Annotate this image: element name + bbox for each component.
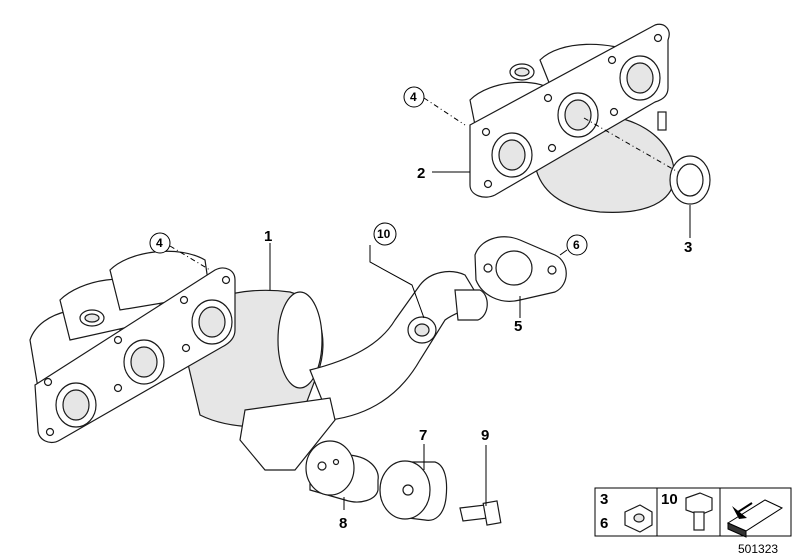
- part-8-rubber-mount[interactable]: [305, 440, 379, 503]
- callout-4-ring-top: [403, 86, 425, 108]
- parts-legend: 3 6 10: [594, 487, 792, 538]
- legend-label-6: 6: [600, 515, 608, 532]
- leader-lines: [169, 97, 691, 510]
- document-number: 501323: [738, 542, 778, 556]
- callout-6: 6: [573, 238, 580, 252]
- callout-4-top: 4: [410, 90, 417, 104]
- part-1-manifold-catalytic-converter[interactable]: [29, 250, 488, 471]
- callout-6-ring: [566, 234, 588, 256]
- callout-labels: 1 2 3 5 7 8 9 4 4 6 10: [149, 86, 692, 532]
- callout-3: 3: [684, 239, 692, 256]
- part-9-stud-bolt[interactable]: [459, 500, 502, 526]
- callout-8: 8: [339, 515, 347, 532]
- callout-9: 9: [481, 427, 489, 444]
- callout-1: 1: [264, 228, 272, 245]
- legend-label-10: 10: [661, 491, 678, 508]
- callout-5: 5: [514, 318, 522, 335]
- callout-2: 2: [417, 165, 425, 182]
- callout-4-ring-bottom: [149, 232, 171, 254]
- callout-10: 10: [377, 227, 391, 241]
- callout-4-bottom: 4: [156, 236, 163, 250]
- bracket-arrow-icon: [726, 499, 784, 538]
- bolt-icon: [685, 492, 713, 531]
- part-2-exhaust-manifold[interactable]: [469, 23, 675, 213]
- callout-7: 7: [419, 427, 427, 444]
- part-7-rubber-mount[interactable]: [379, 460, 448, 521]
- part-3-sealing-ring[interactable]: [669, 155, 711, 205]
- nut-icon: [624, 504, 653, 533]
- callout-10-ring: [373, 222, 397, 246]
- part-5-flange-gasket[interactable]: [474, 236, 567, 302]
- legend-label-3: 3: [600, 491, 608, 508]
